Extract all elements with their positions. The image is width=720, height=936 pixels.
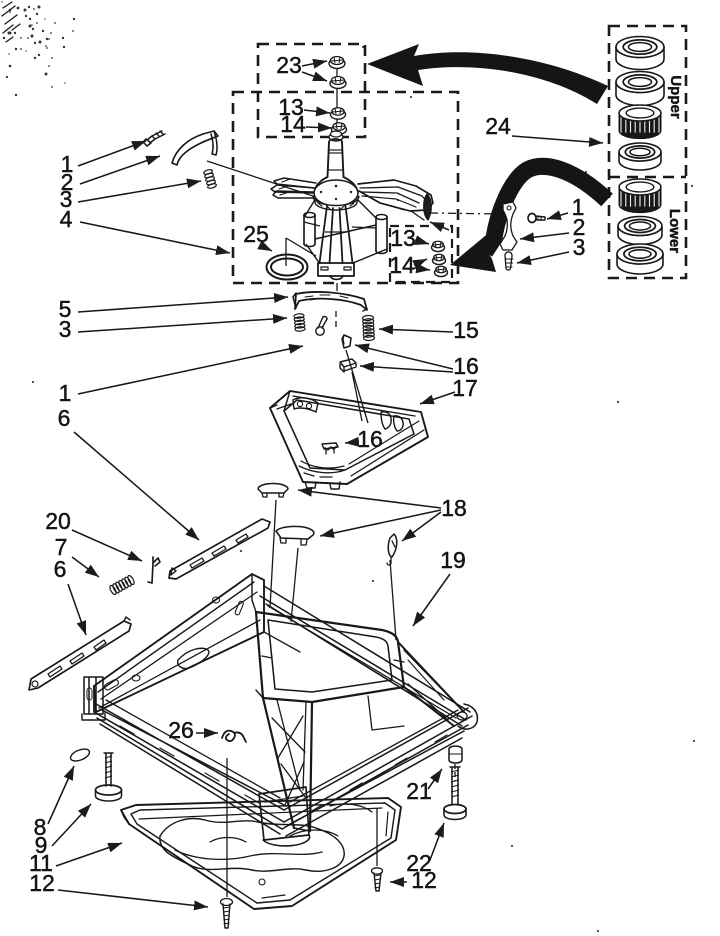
svg-text:22: 22 (406, 850, 432, 876)
svg-text:4: 4 (60, 206, 73, 232)
svg-text:1: 1 (61, 151, 74, 177)
svg-text:21: 21 (406, 778, 432, 804)
svg-text:16: 16 (453, 353, 479, 379)
svg-text:Lower: Lower (666, 209, 683, 253)
svg-text:14: 14 (389, 252, 415, 278)
svg-text:26: 26 (168, 717, 194, 743)
svg-text:16: 16 (357, 426, 383, 452)
svg-text:6: 6 (58, 405, 71, 431)
svg-text:3: 3 (59, 316, 72, 342)
svg-text:2: 2 (573, 214, 586, 240)
svg-text:20: 20 (45, 508, 71, 534)
svg-text:3: 3 (573, 234, 586, 260)
svg-text:3: 3 (60, 186, 73, 212)
svg-text:11: 11 (29, 850, 53, 876)
svg-text:Upper: Upper (667, 75, 684, 119)
svg-text:25: 25 (243, 221, 269, 247)
svg-text:2: 2 (61, 169, 74, 195)
svg-text:1: 1 (59, 380, 72, 406)
svg-text:8: 8 (34, 814, 47, 840)
svg-text:23: 23 (276, 52, 302, 78)
svg-text:15: 15 (453, 317, 479, 343)
svg-text:14: 14 (280, 111, 306, 137)
svg-text:18: 18 (441, 495, 467, 521)
svg-text:24: 24 (485, 113, 511, 139)
svg-text:12: 12 (411, 867, 437, 893)
svg-text:13: 13 (278, 94, 304, 120)
svg-text:5: 5 (59, 296, 72, 322)
svg-text:6: 6 (54, 556, 67, 582)
svg-text:17: 17 (452, 375, 478, 401)
svg-text:7: 7 (55, 534, 68, 560)
svg-text:19: 19 (440, 547, 466, 573)
svg-text:12: 12 (29, 870, 55, 896)
svg-text:9: 9 (35, 832, 48, 858)
svg-text:13: 13 (390, 225, 416, 251)
svg-text:1: 1 (572, 194, 585, 220)
